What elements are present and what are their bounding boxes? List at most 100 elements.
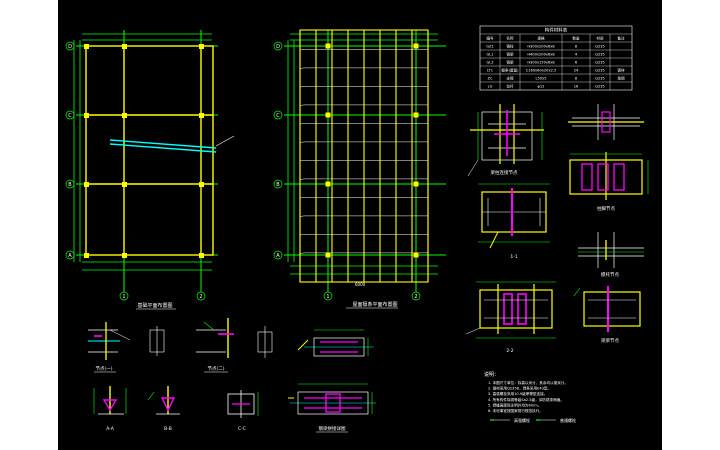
foundation-plan: D C B A 1 2 基础平面布置图 [65, 30, 235, 310]
notes-block: 说明： 1. 本图尺寸单位：标高以米计，其余均以毫米计。2. 钢材采用Q235B… [484, 371, 576, 423]
detail-bracket: 柱脚节点 [569, 152, 649, 212]
legend-2: 普通螺栓 [560, 417, 576, 423]
svg-text:D: D [276, 44, 280, 50]
node2-title: 节点(二) [207, 366, 224, 372]
axis-bubble-col: 2 [196, 291, 206, 301]
detail6-title: 梁梁节点 [601, 337, 619, 344]
table-cell: 16 [574, 85, 579, 89]
detail3-title: 1-1 [510, 254, 517, 260]
svg-text:1: 1 [326, 294, 329, 300]
table-cell: 拉杆 [506, 84, 514, 89]
axis-bubble-row: A [273, 250, 283, 260]
axis-bubble-row: A [65, 250, 75, 260]
table-cell: LG [488, 85, 493, 89]
svg-text:2: 2 [414, 294, 417, 300]
purlin-plan: D C B A 1 2 屋面檩条平面布置图 6000 [273, 29, 446, 309]
table-cell: 4 [575, 53, 578, 57]
section-a-a: A-A [93, 386, 127, 432]
beam-splice-detail: 钢梁拼接详图 [288, 383, 376, 433]
axis-bubble-row: D [273, 41, 283, 51]
table-cell: L50x5 [536, 77, 547, 81]
section-cc-title: C-C [238, 426, 246, 432]
table-cell: φ12 [538, 85, 545, 89]
plan2-dim: 6000 [355, 282, 366, 287]
section-bb-title: B-B [164, 426, 172, 432]
table-header-cell: 材质 [596, 36, 604, 41]
note-line: 6. 未尽事宜按国家现行规范执行。 [488, 408, 543, 413]
detail-beam-column: 梁柱连接节点 [467, 104, 544, 177]
table-title: 构件材料表 [545, 27, 568, 34]
table-header-cell: 名称 [506, 36, 514, 41]
plan1-title: 基础平面布置图 [137, 302, 172, 309]
axis-bubble-row: B [273, 179, 283, 189]
material-table: 构件材料表编号GZ1GL1GL2LT1ZCLG名称钢柱钢梁钢梁檩条(屋面)支撑拉… [479, 25, 633, 91]
svg-text:B: B [276, 182, 280, 188]
detail5-title: 檩托节点 [601, 271, 619, 278]
table-cell: 钢柱 [506, 44, 514, 49]
plan2-title: 屋面檩条平面布置图 [352, 301, 397, 308]
detail-2-2: 2-2 [465, 281, 556, 354]
splice-title: 钢梁拼接详图 [319, 425, 346, 432]
table-cell: LT1 [487, 69, 493, 73]
svg-text:D: D [68, 44, 72, 50]
table-cell: H300x200x6x8 [527, 45, 555, 49]
note-line: 3. 高强螺栓采用10.9级摩擦型连接。 [488, 391, 547, 396]
detail-1-1 [568, 104, 644, 140]
table-header-cell: 规格 [537, 36, 545, 41]
note-line: 1. 本图尺寸单位：标高以米计，其余均以毫米计。 [488, 380, 568, 385]
table-header-cell: 备注 [617, 36, 625, 41]
svg-text:C: C [276, 113, 280, 119]
svg-text:2: 2 [199, 294, 202, 300]
node-detail-1: 节点(一) [88, 322, 165, 373]
table-cell: GL1 [486, 53, 493, 57]
table-header-cell: 编号 [486, 36, 494, 41]
table-cell: GZ1 [486, 45, 494, 49]
detail-column-base: 1-1 [478, 183, 550, 260]
table-cell: C160x60x20x2.5 [526, 69, 557, 73]
table-cell: 钢梁 [506, 60, 514, 65]
table-cell: H300x150x6x8 [527, 61, 555, 65]
table-cell: 6 [575, 61, 578, 65]
detail-beam-beam: 梁梁节点 [573, 286, 641, 344]
table-header-cell: 数量 [572, 36, 580, 41]
table-cell: Q235 [595, 77, 605, 81]
detail-purlin-support: 檩托节点 [578, 232, 644, 278]
table-cell: 檩条(屋面) [501, 68, 519, 73]
node-detail-2: 节点(二) [196, 318, 273, 373]
detail4-title: 2-2 [506, 348, 513, 354]
detail2-title: 柱脚节点 [597, 205, 615, 212]
legend-1: 高强螺栓 [514, 417, 530, 423]
section-aa-title: A-A [106, 426, 115, 432]
note-line: 4. 所有构件除锈等级Sa2.5级，涂防锈漆两遍。 [488, 397, 564, 402]
axis-bubble-row: D [65, 41, 75, 51]
table-cell: GL2 [486, 61, 493, 65]
table-cell: Q235 [595, 85, 605, 89]
cad-drawing-area[interactable]: D C B A 1 2 基础平面布置图 [58, 0, 662, 450]
axis-bubble-row: C [65, 110, 75, 120]
svg-text:B: B [68, 182, 72, 188]
table-cell: 24 [574, 69, 579, 73]
axis-bubble-col: 1 [323, 291, 333, 301]
table-cell: Q235 [595, 45, 605, 49]
table-cell: Q235 [595, 69, 605, 73]
svg-text:A: A [276, 253, 280, 259]
table-cell: H400x200x6x8 [527, 53, 555, 57]
section-b-b: B-B [147, 386, 180, 432]
section-c-c: C-C [227, 390, 259, 432]
table-cell: 角钢 [617, 76, 625, 81]
note-line: 5. 焊缝高度除注明外均为6mm。 [488, 402, 541, 407]
table-cell: ZC [488, 77, 493, 81]
table-cell: 镀锌 [617, 68, 625, 73]
axis-bubble-col: 2 [411, 291, 421, 301]
notes-heading: 说明： [484, 371, 499, 378]
table-cell: 钢梁 [506, 52, 514, 57]
cad-canvas[interactable]: D C B A 1 2 基础平面布置图 [58, 0, 662, 450]
note-line: 2. 钢材采用Q235B，焊条采用E43型。 [488, 386, 551, 391]
svg-text:C: C [68, 113, 72, 119]
table-cell: 8 [575, 45, 578, 49]
table-cell: 支撑 [506, 76, 514, 81]
table-cell: Q235 [595, 53, 605, 57]
axis-bubble-col: 1 [119, 291, 129, 301]
axis-bubble-row: C [273, 110, 283, 120]
